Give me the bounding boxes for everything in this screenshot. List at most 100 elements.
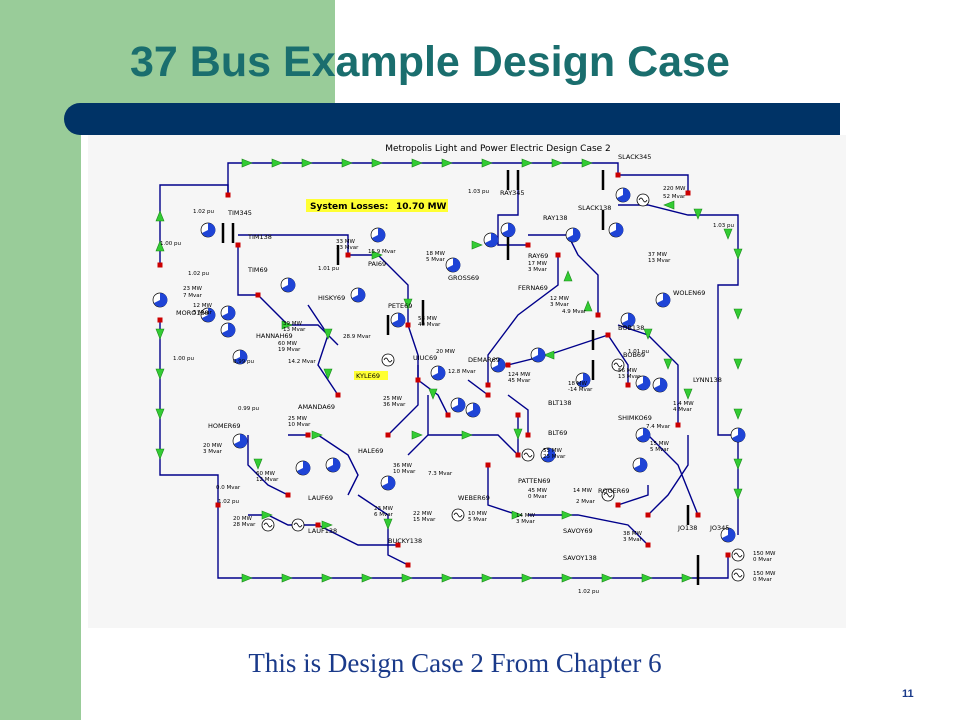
load-meter-fill — [382, 475, 396, 490]
load-meter-fill — [234, 433, 248, 448]
load-meter-32 — [500, 222, 516, 238]
generator-0 — [636, 193, 650, 207]
value-label-27: 39 MW — [283, 321, 302, 327]
slide-caption: This is Design Case 2 From Chapter 6 — [248, 648, 662, 678]
value-label-28: 13 Mvar — [283, 327, 306, 333]
value-label-66: 0 Mvar — [528, 494, 548, 500]
value-label-22: 5 Mvar — [426, 257, 446, 263]
bus-label-lynn138: LYNN138 — [693, 376, 722, 384]
bus-label-hisky69: HISKY69 — [318, 294, 345, 302]
line-1 — [159, 184, 229, 265]
value-label-26: 13 Mvar — [648, 258, 671, 264]
flow-arrow-49 — [411, 430, 423, 440]
generator-9 — [451, 508, 465, 522]
value-label-32: 40 Mvar — [418, 322, 441, 328]
load-meter-fill — [452, 397, 466, 412]
load-meter-fill — [372, 227, 386, 242]
bus-labels: SLACK345SLACK138RAY345RAY138RAY69TIM345T… — [176, 153, 729, 562]
generator-wave — [383, 357, 393, 363]
generator-wave — [293, 522, 303, 528]
bus-label-ray138: RAY138 — [543, 214, 568, 222]
load-meter-6 — [280, 277, 296, 293]
value-label-17: 5 Mvar — [193, 310, 213, 316]
flow-arrow-1 — [271, 158, 283, 168]
load-meter-fill — [222, 305, 236, 320]
flow-arrow-19 — [733, 488, 743, 500]
value-label-16: 12 MW — [193, 303, 212, 309]
value-label-29: 60 MW — [278, 341, 297, 347]
value-label-62: 60 MW — [256, 471, 275, 477]
load-meter-fill — [722, 527, 736, 542]
breaker-24 — [285, 492, 291, 498]
flow-arrow-51 — [513, 428, 523, 440]
top-green-block — [0, 0, 335, 103]
breaker-5 — [685, 190, 691, 196]
flow-arrow-48 — [461, 430, 473, 440]
breaker-35 — [505, 362, 511, 368]
bus-label-wolen69: WOLEN69 — [673, 289, 705, 297]
breaker-11 — [515, 452, 521, 458]
generator-wave — [613, 362, 623, 368]
generator-wave — [453, 512, 463, 518]
load-meter-fill — [622, 312, 636, 327]
bus-label-demar69: DEMAR69 — [468, 356, 500, 364]
flow-arrow-44 — [281, 320, 293, 330]
generator-8 — [291, 518, 305, 532]
load-meter-fill — [542, 447, 556, 462]
flow-arrow-21 — [155, 240, 165, 252]
value-label-6: 0.99 pu — [233, 359, 254, 365]
line-3 — [217, 505, 729, 579]
bus-label-bob138: BOB138 — [618, 324, 644, 332]
load-meter-3 — [445, 257, 461, 273]
bus-label-bucky138: BUCKY138 — [388, 537, 422, 545]
value-label-74: 15 Mvar — [413, 517, 436, 523]
bus-label-lauf69: LAUF69 — [308, 494, 333, 502]
value-label-20: 15.9 Mvar — [368, 249, 396, 255]
line-25 — [317, 434, 359, 496]
value-label-67: 14 MW — [573, 488, 592, 494]
value-label-46: 1.4 MW — [673, 401, 694, 407]
line-18 — [528, 234, 599, 315]
flow-arrow-12 — [693, 208, 703, 220]
flow-arrow-0 — [241, 158, 253, 168]
load-meter-19 — [232, 433, 248, 449]
value-label-7: 0.99 pu — [238, 406, 259, 412]
load-meter-10 — [575, 372, 591, 388]
load-meter-fill — [532, 347, 546, 362]
bus-label-ray345: RAY345 — [500, 189, 525, 197]
load-meter-23 — [652, 377, 668, 393]
load-meters — [152, 187, 746, 543]
breaker-18 — [525, 432, 531, 438]
generator-4 — [601, 488, 615, 502]
load-meter-fill — [654, 377, 668, 392]
flow-arrow-25 — [155, 448, 165, 460]
breaker-7 — [255, 292, 261, 298]
flow-arrows — [155, 158, 743, 583]
load-meter-8 — [220, 322, 236, 338]
generator-1 — [381, 353, 395, 367]
kyle69-highlight — [354, 371, 388, 380]
flow-arrow-6 — [441, 158, 453, 168]
load-meter-18 — [295, 460, 311, 476]
value-label-2: 1.00 pu — [160, 241, 181, 247]
load-meter-fill — [502, 222, 516, 237]
flow-arrow-60 — [311, 430, 323, 440]
load-meter-fill — [634, 457, 648, 472]
flow-arrow-59 — [323, 368, 333, 380]
value-label-69: 20 MW — [233, 516, 252, 522]
breaker-0 — [225, 192, 231, 198]
generator-3 — [521, 448, 535, 462]
flow-arrow-36 — [641, 573, 653, 583]
breaker-16 — [485, 382, 491, 388]
generator-wave — [733, 572, 743, 578]
generator-wave — [638, 197, 648, 203]
breaker-34 — [605, 332, 611, 338]
load-meter-27 — [730, 427, 746, 443]
value-label-45: 13 Mvar — [618, 374, 641, 380]
flow-arrow-33 — [521, 573, 533, 583]
bus-label-tim69: TIM69 — [247, 266, 268, 274]
load-meter-fill — [234, 349, 248, 364]
bus-label-slack345: SLACK345 — [618, 153, 651, 161]
value-label-43: -14 Mvar — [568, 387, 593, 393]
line-5 — [618, 174, 689, 193]
